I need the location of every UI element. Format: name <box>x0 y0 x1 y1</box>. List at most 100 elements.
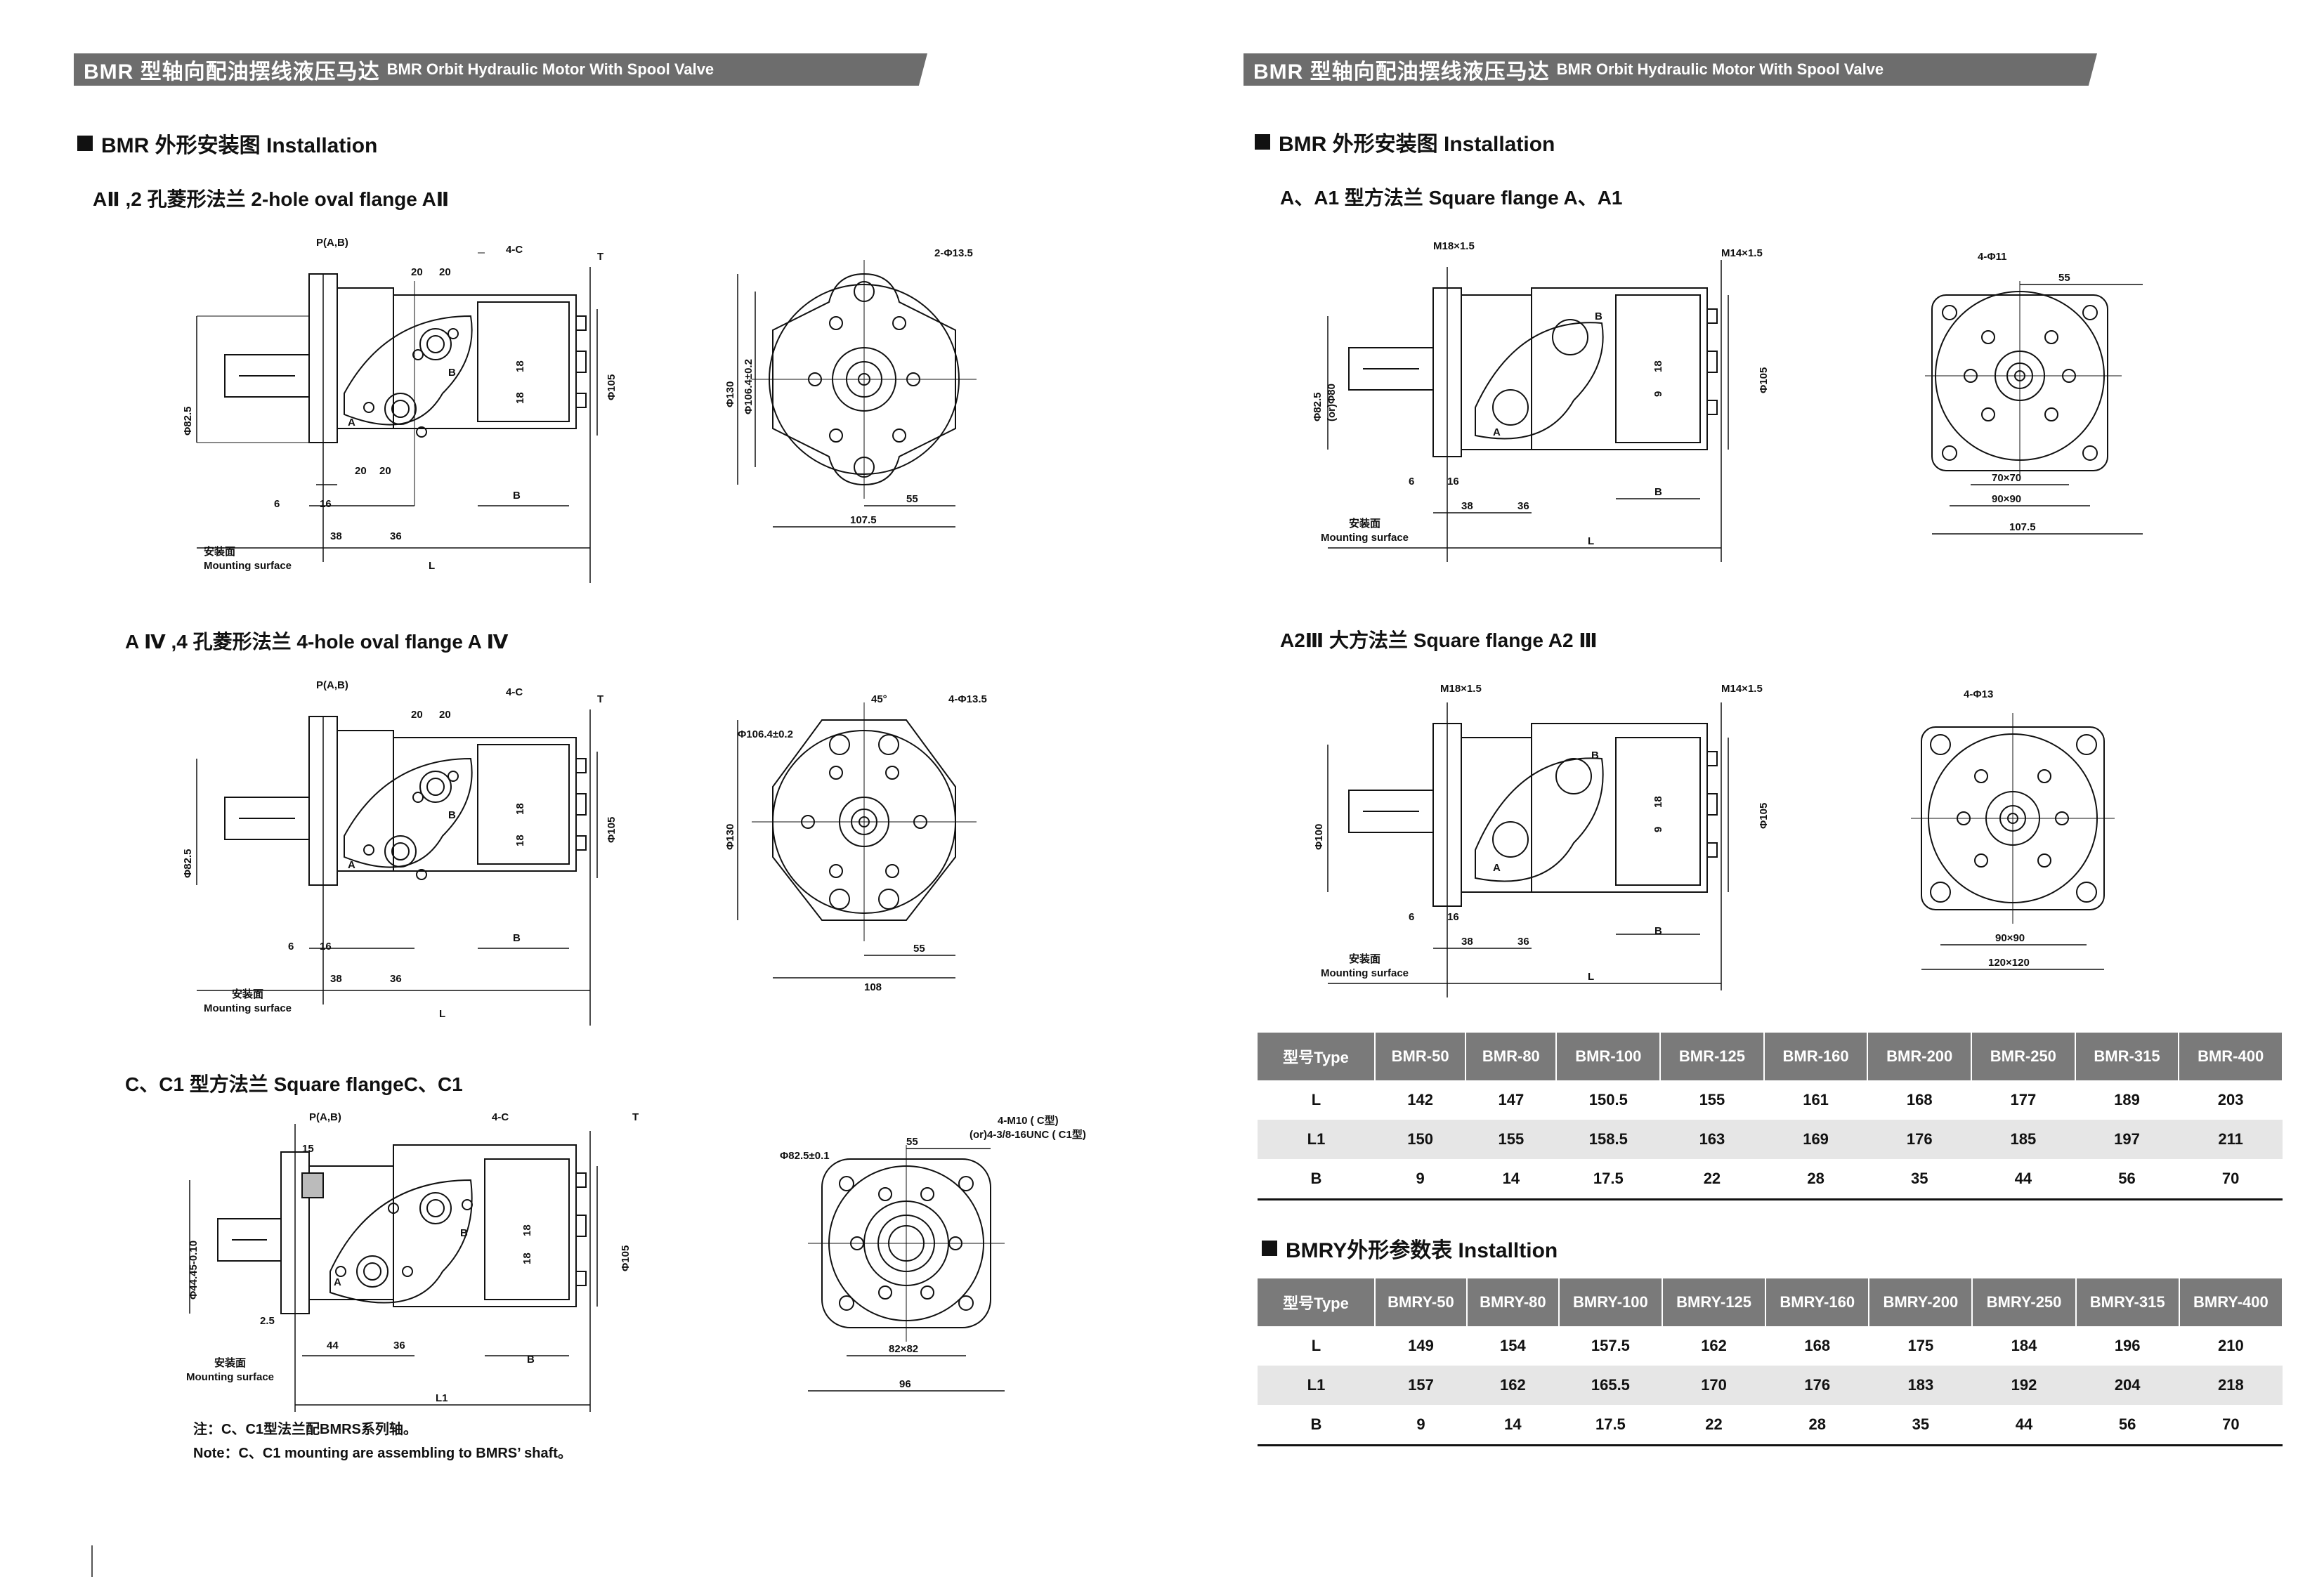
table-cell: 175 <box>1907 1337 1934 1354</box>
dim-b: B <box>1654 486 1662 498</box>
label-a: A <box>348 417 355 428</box>
dim-phi105: Φ105 <box>1758 803 1770 829</box>
label-a: A <box>1493 862 1501 874</box>
table-cell: 162 <box>1466 1366 1559 1405</box>
bullet-square-icon <box>1262 1241 1277 1256</box>
table-header-cell: BMRY-200 <box>1869 1278 1973 1326</box>
bullet-square-icon <box>77 136 93 151</box>
dim-phi825b: Φ82.5±0.1 <box>780 1150 830 1162</box>
mount-label-zh: 安装面 <box>1349 953 1380 965</box>
dim-1075: 107.5 <box>2009 521 2036 533</box>
dim-55: 55 <box>913 943 925 955</box>
dim-36: 36 <box>390 973 402 985</box>
mount-label-zh: 安装面 <box>214 1356 246 1369</box>
table-cell: 162 <box>1701 1337 1727 1354</box>
dim-phi130: Φ130 <box>724 824 736 850</box>
left-section-heading: BMR 外形安装图 Installation <box>77 128 377 159</box>
table-header-row: 型号Type BMRY-50 BMRY-80 BMRY-100 BMRY-125… <box>1258 1278 2284 1326</box>
label-t: T <box>597 251 603 263</box>
label-4c: 4-C <box>506 686 523 698</box>
table-header-cell: BMR-100 <box>1556 1033 1662 1080</box>
dim-phi825: Φ82.5 <box>182 849 194 878</box>
table-cell: 35 <box>1869 1405 1973 1446</box>
table-row: L 142 147 150.5 155 161 168 177 189 203 <box>1258 1080 2283 1120</box>
dim-20c: 20 <box>355 465 367 477</box>
dim-6: 6 <box>1409 476 1414 488</box>
front-view-2-hole-flange: 2-Φ13.5 55 107.5 Φ130 Φ106.4±0.2 <box>724 247 977 528</box>
table-cell: 168 <box>1804 1337 1831 1354</box>
table-cell: 70 <box>2179 1159 2283 1200</box>
dim-9090: 90×90 <box>1992 493 2021 505</box>
label-4c: 4-C <box>506 244 523 256</box>
label-b: B <box>460 1227 468 1239</box>
dim-8282: 82×82 <box>889 1343 918 1355</box>
table-cell: 176 <box>1765 1366 1869 1405</box>
label-t: T <box>632 1111 639 1123</box>
table-row: B 9 14 17.5 22 28 35 44 56 70 <box>1258 1159 2283 1200</box>
table-cell: 44 <box>1971 1159 2075 1200</box>
table-cell: 17.5 <box>1558 1405 1662 1446</box>
label-4-hole: 4-Φ13.5 <box>948 693 987 705</box>
mount-label-en: Mounting surface <box>186 1371 274 1383</box>
dim-phi105: Φ105 <box>1758 367 1770 393</box>
label-4-hole-11: 4-Φ11 <box>1978 251 2007 263</box>
table-header-cell: BMR-80 <box>1465 1033 1558 1080</box>
dim-36: 36 <box>393 1340 405 1352</box>
side-view-2-hole-flange: P(A,B) 4-C T 20 20 20 20 B A B 6 16 38 3… <box>182 237 618 583</box>
dim-7070: 70×70 <box>1992 472 2021 484</box>
dim-phi825: Φ82.5 <box>1312 392 1324 421</box>
table-cell: 177 <box>2010 1091 2037 1108</box>
dim-55: 55 <box>2058 272 2070 284</box>
dim-96: 96 <box>899 1378 911 1390</box>
table-row: L 149 154 157.5 162 168 175 184 196 210 <box>1258 1326 2283 1366</box>
dim-16: 16 <box>1447 911 1459 923</box>
dim-120: 120×120 <box>1988 957 2030 969</box>
dim-38: 38 <box>330 973 342 985</box>
mount-label-en: Mounting surface <box>204 560 292 572</box>
table-header-cell: 型号Type <box>1258 1278 1376 1326</box>
table-header-cell: BMR-200 <box>1867 1033 1973 1080</box>
table-cell: 183 <box>1869 1366 1973 1405</box>
table-cell: 155 <box>1465 1120 1557 1159</box>
mount-label-en: Mounting surface <box>1321 967 1409 979</box>
table-cell: 176 <box>1867 1120 1972 1159</box>
label-b: B <box>448 367 456 379</box>
table-cell: 157.5 <box>1591 1337 1630 1354</box>
banner-title-zh: BMR 型轴向配油摆线液压马达 <box>84 60 380 84</box>
table-cell: 147 <box>1498 1091 1525 1108</box>
mount-label-zh: 安装面 <box>232 988 263 1000</box>
banner-title-en: BMR Orbit Hydraulic Motor With Spool Val… <box>386 60 714 78</box>
label-m18: M18×1.5 <box>1440 683 1482 695</box>
table-cell: 28 <box>1765 1405 1869 1446</box>
subtitle-4-hole-flange: A Ⅳ ,4 孔菱形法兰 4-hole oval flange A Ⅳ <box>125 631 509 653</box>
dim-9: 9 <box>1652 827 1664 832</box>
table-header-cell: 型号Type <box>1258 1033 1376 1080</box>
subtitle-square-flange-a: A、A1 型方法兰 Square flange A、A1 <box>1280 187 1623 209</box>
label-a: A <box>1493 426 1501 438</box>
dim-20d: 20 <box>379 465 391 477</box>
table-cell: 44 <box>1972 1405 2076 1446</box>
table-cell: 204 <box>2075 1366 2179 1405</box>
table-cell: 149 <box>1408 1337 1434 1354</box>
dim-9: 9 <box>1652 391 1664 397</box>
mount-label-en: Mounting surface <box>1321 532 1409 544</box>
label-m14: M14×1.5 <box>1721 683 1763 695</box>
dim-38: 38 <box>330 530 342 542</box>
table-header-row: 型号Type BMR-50 BMR-80 BMR-100 BMR-125 BMR… <box>1258 1033 2283 1080</box>
table-header-cell: BMRY-100 <box>1558 1278 1663 1326</box>
left-page-banner: BMR 型轴向配油摆线液压马达 BMR Orbit Hydraulic Moto… <box>74 53 927 86</box>
dim-44: 44 <box>327 1340 339 1352</box>
bullet-square-icon <box>1255 134 1270 150</box>
dim-9090: 90×90 <box>1995 932 2025 944</box>
table-cell: L1 <box>1258 1120 1375 1159</box>
table-cell: 165.5 <box>1558 1366 1662 1405</box>
dim-36: 36 <box>390 530 402 542</box>
front-view-square-flange-c: Φ82.5±0.1 55 4-M10 ( C型) (or)4-3/8-16UNC… <box>780 1114 1086 1392</box>
front-view-square-flange-a: 4-Φ11 55 70×70 90×90 107.5 <box>1925 251 2143 535</box>
table-header-cell: BMR-50 <box>1375 1033 1467 1080</box>
side-view-square-flange-c: P(A,B) 4-C T 15 B A B 2.5 44 36 L1 安装面 M… <box>186 1111 639 1412</box>
label-b: B <box>1591 750 1599 761</box>
label-t: T <box>597 693 603 705</box>
table-header-cell: BMRY-315 <box>2075 1278 2180 1326</box>
dim-l: L <box>439 1008 445 1020</box>
